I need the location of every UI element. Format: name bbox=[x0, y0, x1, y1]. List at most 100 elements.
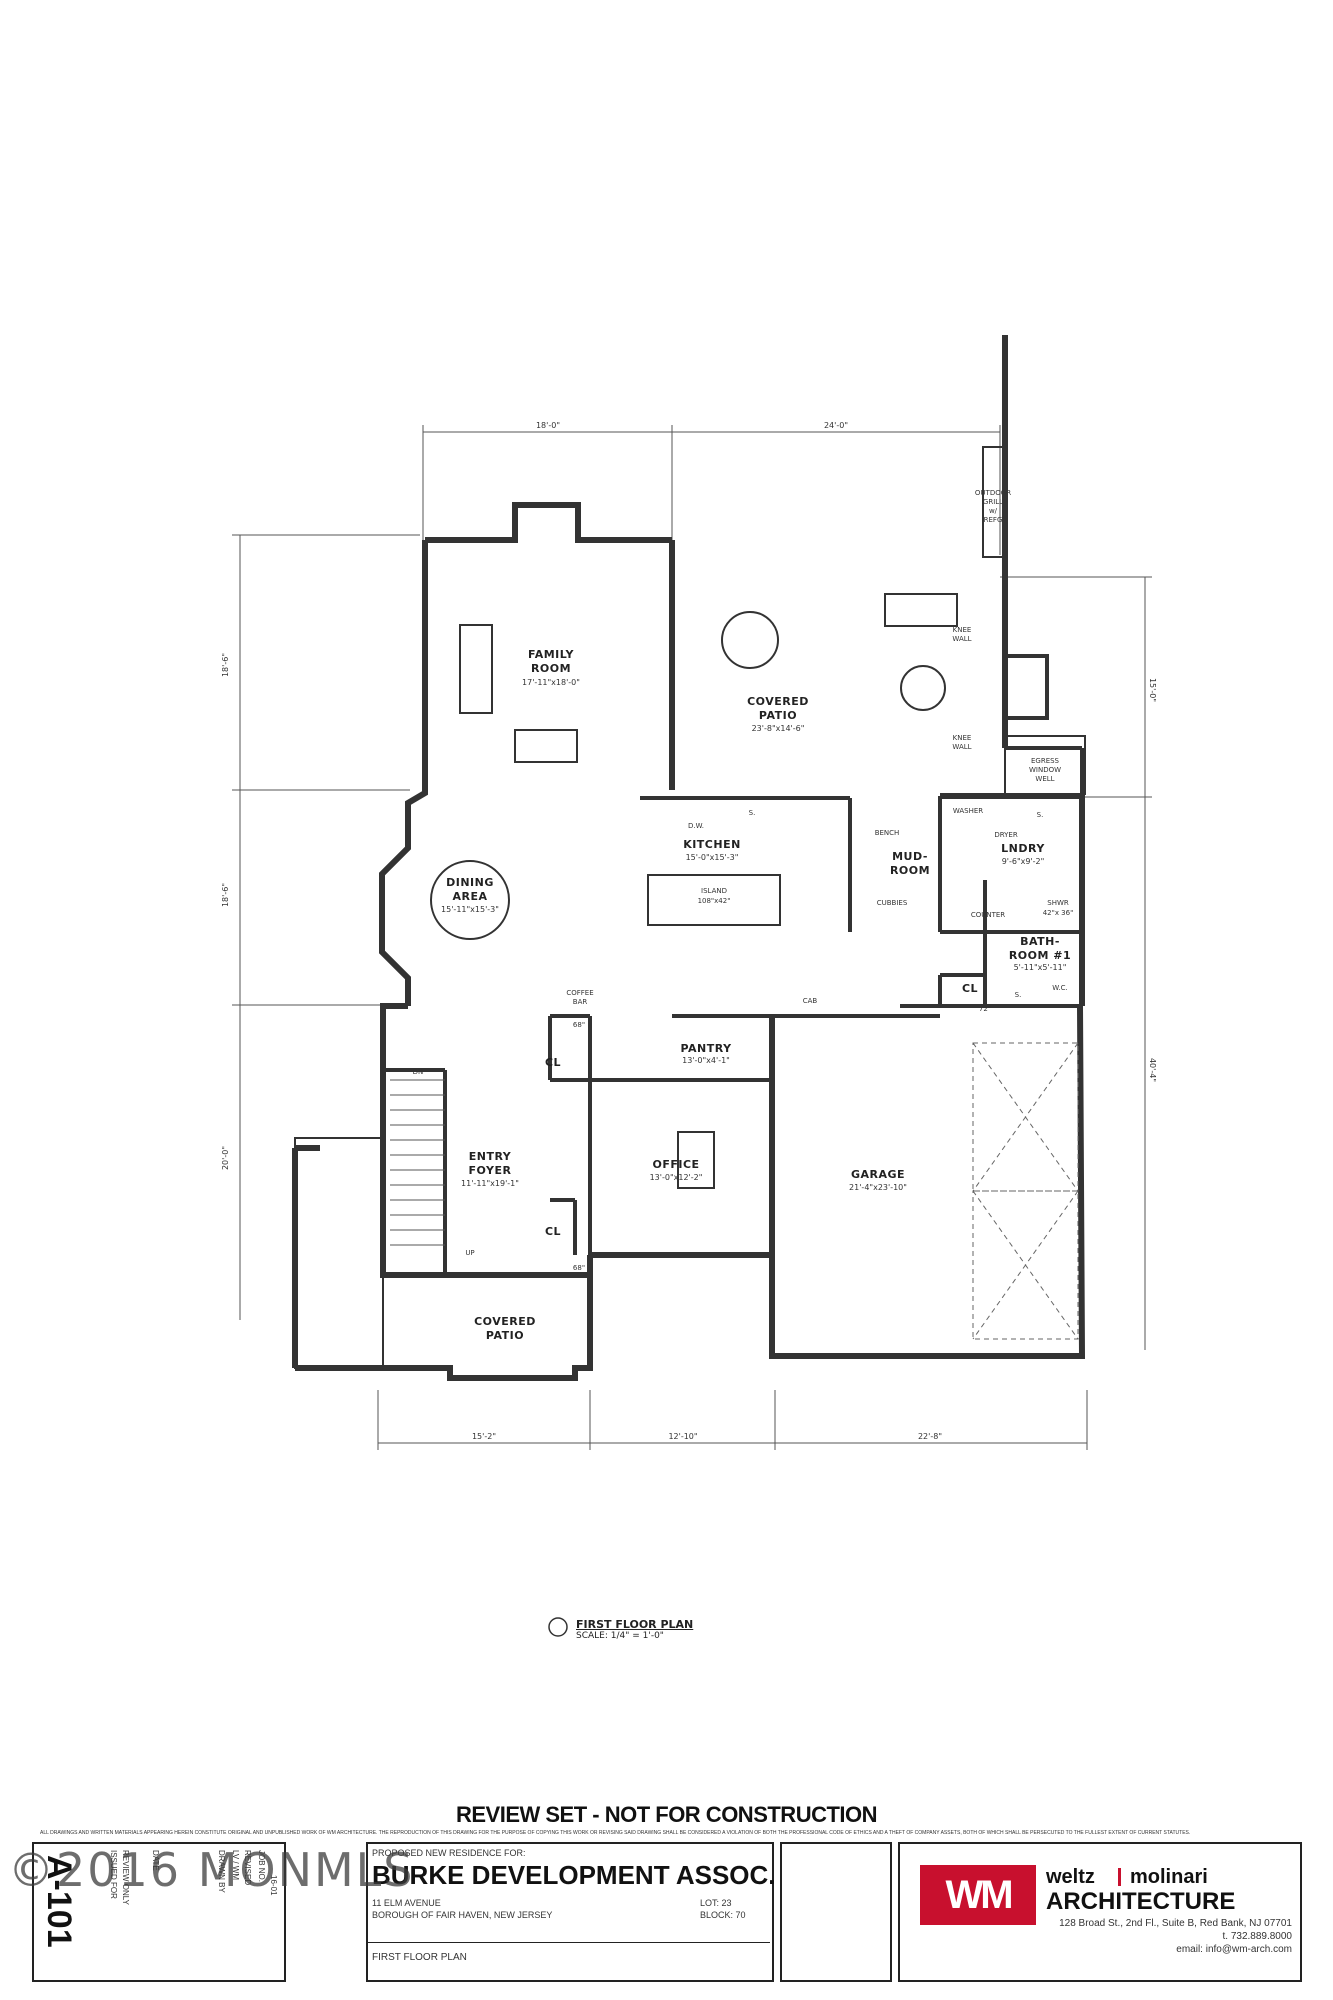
firm-logo-text: WM bbox=[945, 1873, 1013, 1917]
laundry-sink-label: S. bbox=[1037, 811, 1044, 819]
entry-foyer-label: ENTRY bbox=[469, 1150, 512, 1163]
sixty-eight-label-2: 68" bbox=[573, 1264, 585, 1272]
coffee-bar-label-2: BAR bbox=[573, 998, 588, 1006]
covered-patio-rear-size: 23'-8"x14'-6" bbox=[752, 724, 805, 733]
dim-left-mid: 18'-6" bbox=[221, 883, 230, 907]
firm-name-3: ARCHITECTURE bbox=[1046, 1888, 1236, 1915]
dim-bottom-3: 22'-8" bbox=[918, 1432, 942, 1441]
outdoor-grill-label-1: OUTDOOR bbox=[975, 489, 1011, 497]
egress-label-3: WELL bbox=[1035, 775, 1054, 783]
kitchen-sink-label: S. bbox=[749, 809, 756, 817]
covered-patio-rear-label: COVERED bbox=[747, 695, 809, 708]
bathroom-sink-label: S. bbox=[1015, 991, 1022, 999]
dim-left-bottom: 20'-0" bbox=[221, 1146, 230, 1170]
kitchen-size: 15'-0"x15'-3" bbox=[686, 853, 739, 862]
stair-up-label: UP bbox=[465, 1249, 474, 1257]
proposed-label: PROPOSED NEW RESIDENCE FOR: bbox=[372, 1848, 526, 1858]
plan-scale: SCALE: 1/4" = 1'-0" bbox=[576, 1631, 664, 1641]
bench-label: BENCH bbox=[875, 829, 900, 837]
outdoor-grill-label-3: w/ bbox=[989, 507, 998, 515]
title-block-divider bbox=[366, 1942, 770, 1943]
closet-entry-label: CL bbox=[545, 1225, 561, 1238]
title-block-project-cell bbox=[366, 1842, 774, 1982]
kitchen-label: KITCHEN bbox=[683, 838, 741, 851]
laundry-label: LNDRY bbox=[1001, 842, 1045, 855]
mudroom-label-2: ROOM bbox=[890, 864, 930, 877]
firm-address: 128 Broad St., 2nd Fl., Suite B, Red Ban… bbox=[1059, 1918, 1292, 1929]
closet-pantry-label: CL bbox=[545, 1056, 561, 1069]
knee-wall-label-1: KNEE bbox=[953, 626, 972, 634]
bathroom-label: BATH- bbox=[1020, 935, 1060, 948]
dim-bottom-1: 15'-2" bbox=[472, 1432, 496, 1441]
firm-phone: t. 732.889.8000 bbox=[1222, 1931, 1292, 1942]
dim-left-top: 18'-6" bbox=[221, 653, 230, 677]
cubbies-label: CUBBIES bbox=[877, 899, 908, 907]
knee-wall-label-4: WALL bbox=[952, 743, 971, 751]
wc-label: W.C. bbox=[1052, 984, 1067, 992]
island-size: 108"x42" bbox=[698, 897, 731, 905]
egress-label-2: WINDOW bbox=[1029, 766, 1061, 774]
dw-label: D.W. bbox=[688, 822, 704, 830]
dim-right-bottom: 40'-4" bbox=[1148, 1058, 1157, 1082]
office-size: 13'-0"x12'-2" bbox=[650, 1173, 703, 1182]
seventy-two-label: 72" bbox=[979, 1005, 991, 1013]
counter-label: COUNTER bbox=[971, 911, 1005, 919]
closet-mudroom-label: CL bbox=[962, 982, 978, 995]
pantry-size: 13'-0"x4'-1" bbox=[682, 1056, 730, 1065]
copyright-fine-print: ALL DRAWINGS AND WRITTEN MATERIALS APPEA… bbox=[40, 1830, 1191, 1836]
knee-wall-label-2: WALL bbox=[952, 635, 971, 643]
block-number: BLOCK: 70 bbox=[700, 1910, 746, 1920]
egress-label-1: EGRESS bbox=[1031, 757, 1060, 765]
bathroom-label-2: ROOM #1 bbox=[1009, 949, 1071, 962]
firm-name-separator bbox=[1118, 1868, 1121, 1886]
title-block-sheet-cell bbox=[32, 1842, 286, 1982]
firm-logo: WM bbox=[920, 1865, 1036, 1925]
shower-label-2: 42"x 36" bbox=[1043, 909, 1074, 917]
washer-label: WASHER bbox=[953, 807, 983, 815]
laundry-size: 9'-6"x9'-2" bbox=[1002, 857, 1045, 866]
covered-patio-front-label-2: PATIO bbox=[486, 1329, 524, 1342]
title-block-blank-cell bbox=[780, 1842, 892, 1982]
firm-email: email: info@wm-arch.com bbox=[1176, 1944, 1292, 1955]
garage-label: GARAGE bbox=[851, 1168, 905, 1181]
dryer-label: DRYER bbox=[994, 831, 1018, 839]
lot-number: LOT: 23 bbox=[700, 1898, 732, 1908]
address-line-2: BOROUGH OF FAIR HAVEN, NEW JERSEY bbox=[372, 1910, 553, 1920]
covered-patio-rear-label-2: PATIO bbox=[759, 709, 797, 722]
entry-foyer-size: 11'-11"x19'-1" bbox=[461, 1179, 519, 1188]
knee-wall-label-3: KNEE bbox=[953, 734, 972, 742]
dim-bottom-2: 12'-10" bbox=[668, 1432, 697, 1441]
garage-size: 21'-4"x23'-10" bbox=[849, 1183, 907, 1192]
dining-area-label-2: AREA bbox=[452, 890, 487, 903]
mls-watermark: ©2016 MONMLS bbox=[8, 1843, 415, 1897]
outdoor-grill-label-2: GRILL bbox=[983, 498, 1003, 506]
bathroom-size: 5'-11"x5'-11" bbox=[1014, 963, 1067, 972]
outdoor-grill-label-4: REFG bbox=[984, 516, 1003, 524]
firm-name-2: molinari bbox=[1130, 1866, 1208, 1888]
firm-name-1: weltz bbox=[1046, 1866, 1095, 1888]
family-room-size: 17'-11"x18'-0" bbox=[522, 678, 580, 687]
entry-foyer-label-2: FOYER bbox=[469, 1164, 512, 1177]
address-line-1: 11 ELM AVENUE bbox=[372, 1898, 441, 1908]
dim-top-left: 18'-0" bbox=[536, 421, 560, 430]
stair-down-label: DN bbox=[413, 1068, 424, 1076]
island-label: ISLAND bbox=[701, 887, 727, 895]
pantry-label: PANTRY bbox=[680, 1042, 732, 1055]
dim-top-right: 24'-0" bbox=[824, 421, 848, 430]
family-room-label-2: ROOM bbox=[531, 662, 571, 675]
review-set-heading: REVIEW SET - NOT FOR CONSTRUCTION bbox=[455, 1802, 878, 1827]
sixty-eight-label-1: 68" bbox=[573, 1021, 585, 1029]
dining-area-label: DINING bbox=[446, 876, 494, 889]
covered-patio-front-label: COVERED bbox=[474, 1315, 536, 1328]
title-block-firm-cell bbox=[898, 1842, 1302, 1982]
client-name: BURKE DEVELOPMENT ASSOC. bbox=[372, 1860, 776, 1890]
cab-label: CAB bbox=[803, 997, 818, 1005]
coffee-bar-label-1: COFFEE bbox=[566, 989, 593, 997]
dim-right-top: 15'-0" bbox=[1148, 678, 1157, 702]
office-label: OFFICE bbox=[652, 1158, 699, 1171]
dining-area-size: 15'-11"x15'-3" bbox=[441, 905, 499, 914]
shower-label-1: SHWR bbox=[1047, 899, 1069, 907]
plan-title: FIRST FLOOR PLAN bbox=[576, 1618, 694, 1631]
family-room-label: FAMILY bbox=[528, 648, 575, 661]
